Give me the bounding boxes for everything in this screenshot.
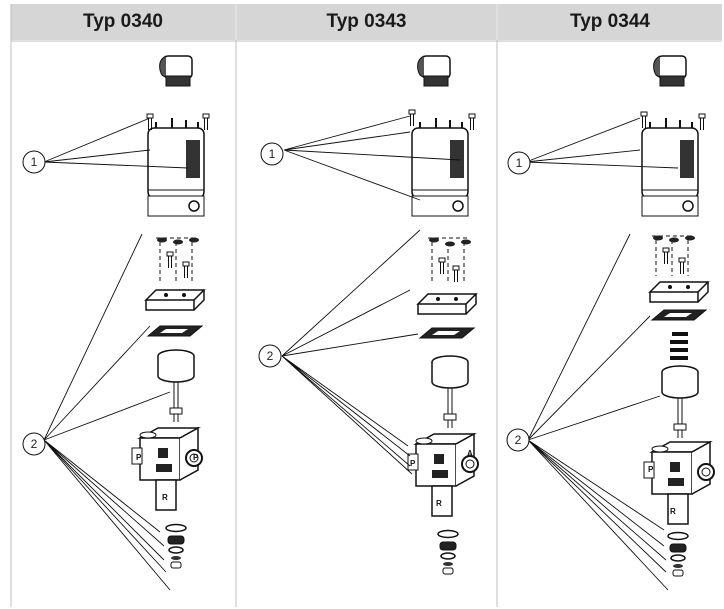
column-typ-0340-drawing (131, 55, 210, 569)
column-typ-0344-drawing (640, 55, 715, 577)
svg-text:2: 2 (31, 437, 38, 451)
callout-2-col1: 2 (22, 432, 46, 456)
svg-text:1: 1 (269, 147, 276, 161)
callout-2-col3: 2 (506, 428, 530, 452)
svg-text:A: A (467, 449, 473, 458)
svg-text:P: P (136, 453, 142, 462)
column-header-typ-0340: Typ 0340 (11, 4, 235, 40)
svg-text:P: P (648, 465, 654, 474)
callout-1-col2: 1 (260, 142, 284, 166)
svg-text:2: 2 (515, 433, 522, 447)
column-header-typ-0344: Typ 0344 (498, 4, 722, 40)
table-grid (10, 4, 722, 607)
svg-text:P: P (193, 453, 199, 462)
column-header-typ-0343: Typ 0343 (237, 4, 496, 40)
callout-1-col3: 1 (507, 151, 531, 175)
svg-text:2: 2 (267, 349, 274, 363)
svg-text:1: 1 (516, 156, 523, 170)
svg-text:R: R (436, 499, 442, 508)
svg-text:1: 1 (31, 155, 38, 169)
column-typ-0343-drawing (407, 55, 479, 575)
port-labels: P P R P A R P R (136, 449, 676, 516)
svg-text:P: P (410, 459, 416, 468)
leader-lines (43, 115, 679, 591)
svg-text:R: R (670, 507, 676, 516)
callout-1-col1: 1 (22, 150, 46, 174)
svg-text:R: R (162, 493, 168, 502)
callout-2-col2: 2 (258, 344, 282, 368)
